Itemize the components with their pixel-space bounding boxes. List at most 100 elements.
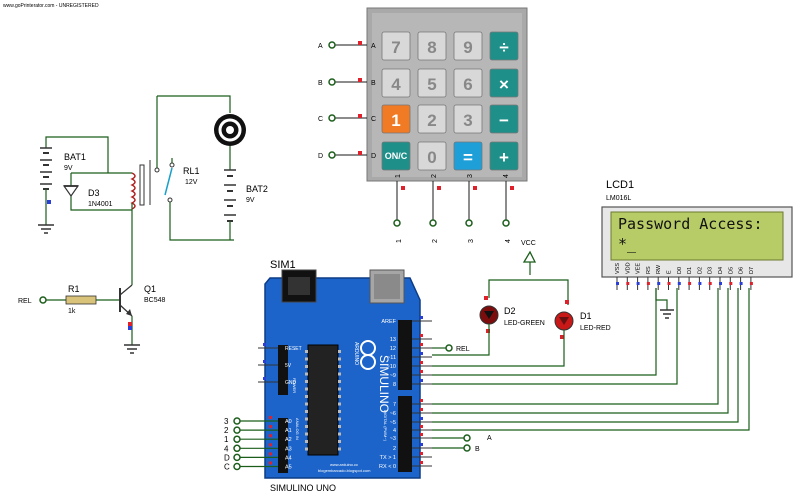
lcd-pin-marker bbox=[657, 282, 661, 285]
lcd-pin-label: D7 bbox=[749, 267, 755, 274]
key-0-2[interactable]: 9 bbox=[453, 31, 483, 61]
keypad-row-b-label: B bbox=[318, 80, 323, 87]
sim-name: SIM1 bbox=[270, 259, 296, 271]
d3-value: 1N4001 bbox=[88, 201, 113, 208]
digital-pin-marker bbox=[420, 408, 423, 411]
digital-pin-label: TX > 1 bbox=[380, 455, 396, 461]
rl1-name: RL1 bbox=[183, 166, 200, 176]
key-label: 4 bbox=[391, 75, 401, 94]
lcd-pin-marker bbox=[677, 282, 681, 285]
digital-pin-marker bbox=[420, 343, 423, 346]
chip-pin bbox=[305, 380, 308, 383]
lcd-pin-label: VEE bbox=[636, 263, 642, 274]
key-2-2[interactable]: 3 bbox=[453, 104, 483, 134]
q1-value: BC548 bbox=[144, 297, 166, 304]
chip-pin bbox=[338, 425, 341, 428]
key-1-1[interactable]: 5 bbox=[417, 68, 447, 98]
rel-output-label: REL bbox=[456, 346, 470, 353]
analog-wire-label: 2 bbox=[224, 426, 229, 435]
digital-pin-marker bbox=[420, 425, 423, 428]
lcd-name: LCD1 bbox=[606, 179, 634, 191]
lcd-pin-label: D0 bbox=[677, 267, 683, 274]
lcd-pin-label: VSS bbox=[615, 263, 621, 274]
keypad-col-terminals: 1 2 3 4 bbox=[393, 181, 514, 243]
lcd-pin-label: E bbox=[667, 270, 673, 274]
d2-name: D2 bbox=[504, 306, 516, 316]
chip-pin bbox=[305, 357, 308, 361]
b-output-label: B bbox=[475, 446, 480, 453]
sim-footer: SIMULINO UNO bbox=[270, 483, 336, 493]
chip-pin bbox=[338, 432, 341, 436]
digital-pin-label: 13 bbox=[390, 337, 396, 343]
digital-pin-marker bbox=[420, 361, 423, 364]
chip-pin bbox=[338, 380, 341, 383]
key-label: 8 bbox=[427, 38, 436, 57]
analog-wire-label: 1 bbox=[224, 435, 229, 444]
site1: www.arduino.cc bbox=[330, 462, 358, 467]
analog-pin-marker bbox=[269, 461, 272, 465]
key-1-2[interactable]: 6 bbox=[453, 68, 483, 98]
arduino-right-terminals: REL A B bbox=[432, 344, 492, 453]
lcd-pin-label: D4 bbox=[718, 267, 724, 274]
lcd-pin-marker bbox=[667, 282, 671, 285]
chip-pin bbox=[338, 357, 341, 361]
key-0-1[interactable]: 8 bbox=[417, 31, 447, 61]
key-label: 6 bbox=[463, 75, 472, 94]
lcd-model: LM016L bbox=[606, 195, 631, 202]
digital-pin-label: 4 bbox=[393, 428, 396, 434]
analog-pin-label: A0 bbox=[285, 419, 292, 425]
key-2-3[interactable]: − bbox=[489, 104, 519, 134]
lcd-pin-marker bbox=[698, 282, 702, 285]
key-2-0[interactable]: 1 bbox=[381, 104, 411, 134]
led-section: VCC D2 LED-GREEN D1 LED-RED bbox=[432, 240, 611, 367]
left-pin-marker bbox=[263, 343, 266, 346]
key-0-0[interactable]: 7 bbox=[381, 31, 411, 61]
chip-pin bbox=[305, 432, 308, 436]
lcd-pin-label: D5 bbox=[728, 267, 734, 274]
chip-pin bbox=[338, 447, 341, 451]
key-1-3[interactable]: × bbox=[489, 68, 519, 98]
key-0-3[interactable]: ÷ bbox=[489, 31, 519, 61]
chip-pin bbox=[338, 372, 341, 376]
d1-name: D1 bbox=[580, 311, 592, 321]
keypad-row-terminals: A B C D bbox=[318, 41, 367, 160]
analog-pin-label: A1 bbox=[285, 428, 292, 434]
r1-name: R1 bbox=[68, 284, 80, 294]
key-2-1[interactable]: 2 bbox=[417, 104, 447, 134]
sim-brand: SIMULINO bbox=[377, 355, 391, 413]
keypad-col-1-inner: 1 bbox=[395, 174, 402, 178]
rl1-value: 12V bbox=[185, 179, 198, 186]
d1-value: LED-RED bbox=[580, 325, 611, 332]
key-3-0[interactable]: ON/C bbox=[381, 141, 411, 171]
lcd-pin-marker bbox=[719, 282, 722, 285]
bat2-value: 9V bbox=[246, 197, 255, 204]
d2-value: LED-GREEN bbox=[504, 320, 545, 327]
digital-pin-marker bbox=[420, 379, 423, 382]
lcd-pin-label: D3 bbox=[708, 267, 714, 274]
key-1-0[interactable]: 4 bbox=[381, 68, 411, 98]
key-label: 0 bbox=[427, 148, 436, 167]
chip-pin bbox=[305, 372, 308, 376]
chip-pin bbox=[305, 425, 308, 428]
analog-pin-label: A2 bbox=[285, 437, 292, 443]
analog-pin-marker bbox=[269, 416, 272, 419]
digital-pin-marker bbox=[420, 316, 423, 319]
key-3-1[interactable]: 0 bbox=[417, 141, 447, 171]
digital-pin-label: ~6 bbox=[390, 411, 396, 417]
analog-terminal bbox=[233, 426, 241, 434]
lcd-pin-label: D6 bbox=[739, 267, 745, 274]
key-3-2[interactable]: = bbox=[453, 141, 483, 171]
digital-pin-label: 2 bbox=[393, 446, 396, 452]
key-label: × bbox=[499, 75, 509, 94]
digital-pin-label: RX < 0 bbox=[379, 464, 396, 470]
digital-header-label: DIGITAL (PWM~) bbox=[383, 410, 388, 442]
key-label: − bbox=[499, 111, 509, 130]
chip-pin bbox=[338, 365, 341, 368]
key-3-3[interactable]: + bbox=[489, 141, 519, 171]
chip-pin bbox=[305, 410, 308, 413]
analog-wire-label: C bbox=[224, 463, 230, 472]
digital-pin-label: AREF bbox=[381, 319, 396, 325]
lcd-pin-marker bbox=[688, 282, 692, 285]
